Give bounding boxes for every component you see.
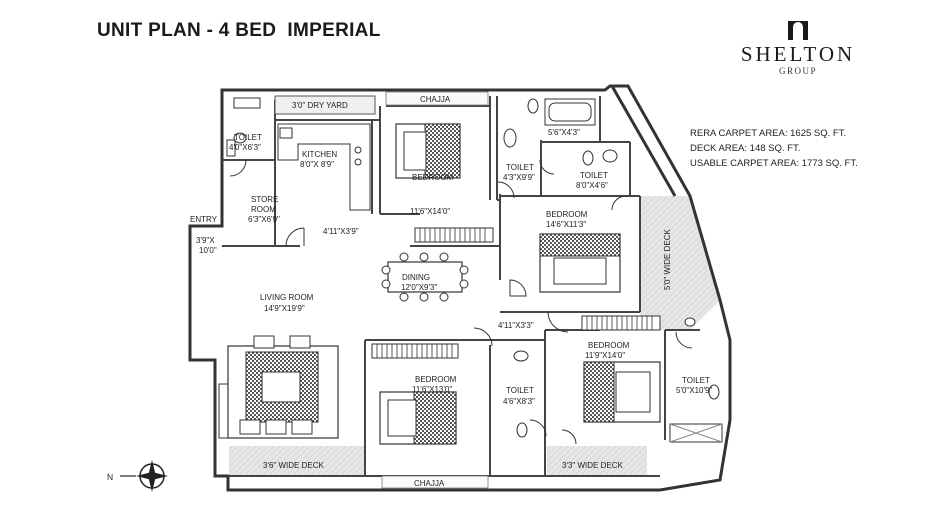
passage1-dim: 4'11"X3'9" <box>323 227 359 236</box>
area-summary: RERA CARPET AREA: 1625 SQ. FT. DECK AREA… <box>690 126 858 171</box>
store-dim: 6'3"X6'9" <box>248 215 280 224</box>
dry-yard <box>274 95 376 115</box>
logo-arch-icon <box>788 21 808 40</box>
shelton-logo: SHELTON GROUP <box>738 18 858 76</box>
door-swings <box>229 159 693 445</box>
bathroom-fixtures <box>226 97 723 443</box>
bedroom3-bed <box>379 391 457 445</box>
wardrobe-lines <box>376 228 653 358</box>
chajja-bottom-label: CHAJJA <box>414 479 445 488</box>
entry-label: ENTRY <box>190 215 218 224</box>
dining-table <box>381 252 469 302</box>
logo-brand: SHELTON <box>740 42 856 66</box>
deck-right-fill <box>640 196 720 330</box>
deck-left-fill <box>229 446 365 476</box>
bedroom2-dim: 14'6"X11'3" <box>546 220 586 229</box>
living-room-dim: 14'9"X19'9" <box>264 304 305 313</box>
deck-left-label: 3'6" WIDE DECK <box>263 461 324 470</box>
store-label-1: STORE <box>251 195 278 204</box>
deck-area: DECK AREA: 148 SQ. FT. <box>690 143 801 154</box>
toilet2-label: TOILET <box>506 163 534 172</box>
living-sofa-set <box>227 335 339 439</box>
bedroom4-bed <box>583 361 661 423</box>
toilet1-dim: 4'0"X6'3" <box>229 143 261 152</box>
chajja-top-label: CHAJJA <box>420 95 451 104</box>
rera-carpet-area: RERA CARPET AREA: 1625 SQ. FT. <box>690 128 847 139</box>
dining-label: DINING <box>402 273 430 282</box>
page-title: UNIT PLAN - 4 BED IMPERIAL <box>97 20 381 41</box>
compass-label: N <box>107 472 113 482</box>
entry-dim-1: 3'9"X <box>196 236 215 245</box>
store-label-2: ROOM <box>251 205 276 214</box>
interior-walls <box>222 96 700 477</box>
logo-group: GROUP <box>778 66 817 76</box>
bedroom3-label: BEDROOM <box>415 375 457 384</box>
toilet3-dim: 8'0"X4'6" <box>576 181 608 190</box>
bedroom1-bed <box>395 123 461 179</box>
kitchen-dim: 8'0"X 8'9" <box>300 160 334 169</box>
bedroom1-label: BEDROOM <box>412 173 454 182</box>
kitchen-counter <box>277 123 371 211</box>
compass-icon <box>120 460 168 492</box>
toilet1-label: TOILET <box>234 133 262 142</box>
chajja-bottom-band <box>381 475 489 489</box>
toilet5-label: TOILET <box>682 376 710 385</box>
deck-mid-fill <box>547 446 647 476</box>
passage2-dim: 4'11"X3'3" <box>498 321 534 330</box>
outer-walls <box>188 84 732 492</box>
toilet4-label: TOILET <box>506 386 534 395</box>
dining-dim: 12'0"X9'3" <box>401 283 437 292</box>
chajja-top-band <box>385 91 489 106</box>
usable-carpet-area: USABLE CARPET AREA: 1773 SQ. FT. <box>690 158 858 169</box>
entry-dim-2: 10'0" <box>199 246 217 255</box>
bedroom4-dim: 11'9"X14'0" <box>585 351 625 360</box>
bedroom1-dim: 11'6"X14'0" <box>410 207 450 216</box>
toilet5-dim: 5'0"X10'9" <box>676 386 712 395</box>
bedroom4-label: BEDROOM <box>588 341 630 350</box>
toilet3-label: TOILET <box>580 171 608 180</box>
toilet2-dim: 4'3"X9'9" <box>503 173 535 182</box>
bedroom2-label: BEDROOM <box>546 210 588 219</box>
bath-dim: 5'6"X4'3" <box>548 128 580 137</box>
dry-yard-label: 3'0" DRY YARD <box>292 101 348 110</box>
toilet4-dim: 4'6"X8'3" <box>503 397 535 406</box>
living-room-label: LIVING ROOM <box>260 293 314 302</box>
deck-mid-label: 3'3" WIDE DECK <box>562 461 623 470</box>
kitchen-label: KITCHEN <box>302 150 337 159</box>
bedroom3-dim: 11'6"X13'0" <box>412 385 452 394</box>
bedroom2-bed <box>539 233 621 293</box>
wide-deck-right-label: 5'0" WIDE DECK <box>663 229 672 290</box>
